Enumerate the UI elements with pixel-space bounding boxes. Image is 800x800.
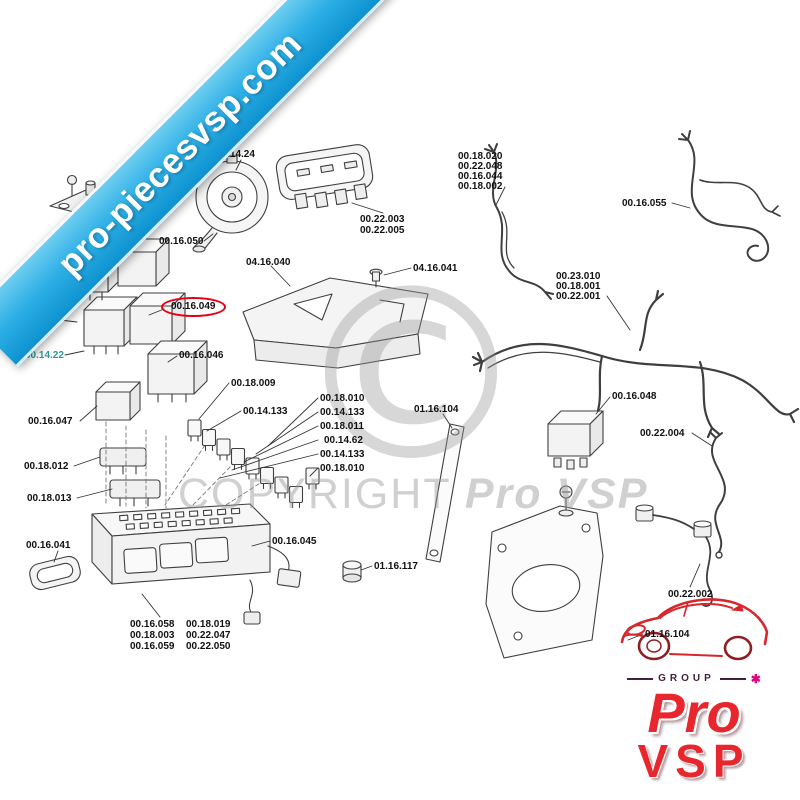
part-relay-stack (69, 238, 208, 421)
part-wire (709, 431, 726, 559)
part-harness-a (484, 143, 554, 300)
group-dash-left (627, 677, 654, 680)
part-connector-cover (275, 144, 374, 210)
logo-group-line: GROUP ✱ (614, 672, 774, 686)
logo-pro-text: Pro (647, 680, 741, 744)
part-ecu-cover (242, 277, 429, 369)
logo-vsp-text: VSP (637, 735, 751, 787)
provsp-logo: GROUP ✱ Pro VSP (614, 578, 774, 784)
part-relay-single (547, 410, 604, 470)
group-dash-right (719, 677, 746, 680)
part-horn (192, 155, 269, 253)
part-stud (369, 268, 383, 288)
part-mounting-bracket (485, 485, 604, 659)
part-strap (425, 423, 465, 563)
part-harness-b (678, 130, 781, 262)
part-fuse-box (91, 503, 302, 625)
part-grommet (342, 560, 362, 583)
group-word: GROUP (658, 673, 715, 685)
part-relay-bases (99, 447, 161, 507)
gear-icon: ✱ (750, 671, 761, 686)
part-harness-c (471, 289, 800, 439)
part-lid (29, 555, 81, 591)
leader-lines (53, 159, 713, 641)
car-sketch-icon (620, 597, 769, 660)
part-cable-connectors (635, 504, 714, 607)
part-fuse-ladder (187, 419, 320, 509)
